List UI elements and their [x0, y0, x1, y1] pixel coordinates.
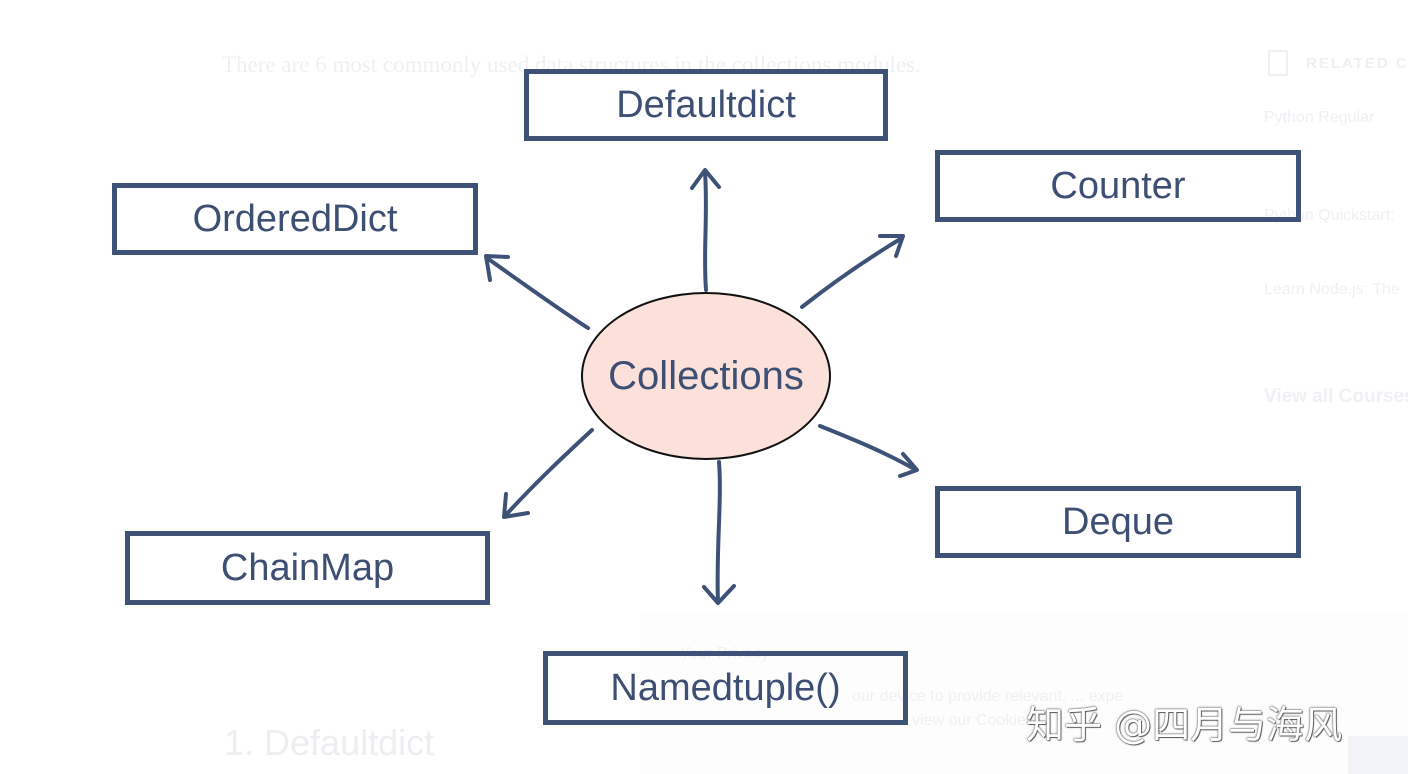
center-node-collections: Collections: [581, 292, 831, 460]
node-label: Defaultdict: [616, 83, 796, 126]
section-heading: 1. Defaultdict: [224, 722, 435, 763]
node-label: OrderedDict: [192, 197, 398, 240]
arrow-to-defaultdict: [703, 170, 708, 292]
node-namedtuple: Namedtuple(): [543, 651, 908, 725]
arrow-to-deque: [818, 424, 918, 472]
node-chainmap: ChainMap: [125, 531, 490, 605]
related-course-link[interactable]: Learn Node.js: The: [1264, 281, 1400, 298]
book-icon: [1268, 50, 1288, 76]
node-counter: Counter: [935, 150, 1301, 222]
arrowhead-chainmap: [502, 492, 530, 519]
arrowhead-ordereddict: [484, 254, 510, 282]
related-courses-title: RELATED CO: [1306, 55, 1408, 72]
view-all-courses-link[interactable]: View all Courses: [1264, 386, 1408, 407]
node-label: Deque: [1062, 500, 1174, 543]
arrowhead-namedtuple: [702, 584, 736, 605]
center-node-label: Collections: [608, 353, 804, 398]
arrow-to-counter: [800, 236, 904, 309]
cookie-banner: [640, 612, 1408, 774]
node-label: ChainMap: [220, 546, 395, 589]
arrow-to-namedtuple: [715, 460, 722, 604]
arrow-to-chainmap: [503, 428, 594, 518]
arrowhead-counter: [878, 234, 905, 258]
cookie-banner-link[interactable]: view our Cookie: [912, 712, 1026, 729]
watermark: 知乎 @四月与海风: [1026, 703, 1343, 747]
node-label: Namedtuple(): [610, 666, 841, 709]
arrowhead-defaultdict: [690, 168, 721, 190]
node-ordereddict: OrderedDict: [112, 183, 478, 255]
arrowhead-deque: [898, 452, 919, 478]
arrow-to-ordereddict: [485, 256, 590, 330]
cookie-banner-text: our device to provide relevant, ... expe: [852, 688, 1124, 705]
node-deque: Deque: [935, 486, 1301, 558]
cookie-accept-button[interactable]: [1348, 736, 1408, 774]
related-course-link[interactable]: Python Regular: [1264, 109, 1375, 126]
node-defaultdict: Defaultdict: [524, 69, 888, 141]
node-label: Counter: [1050, 164, 1186, 207]
